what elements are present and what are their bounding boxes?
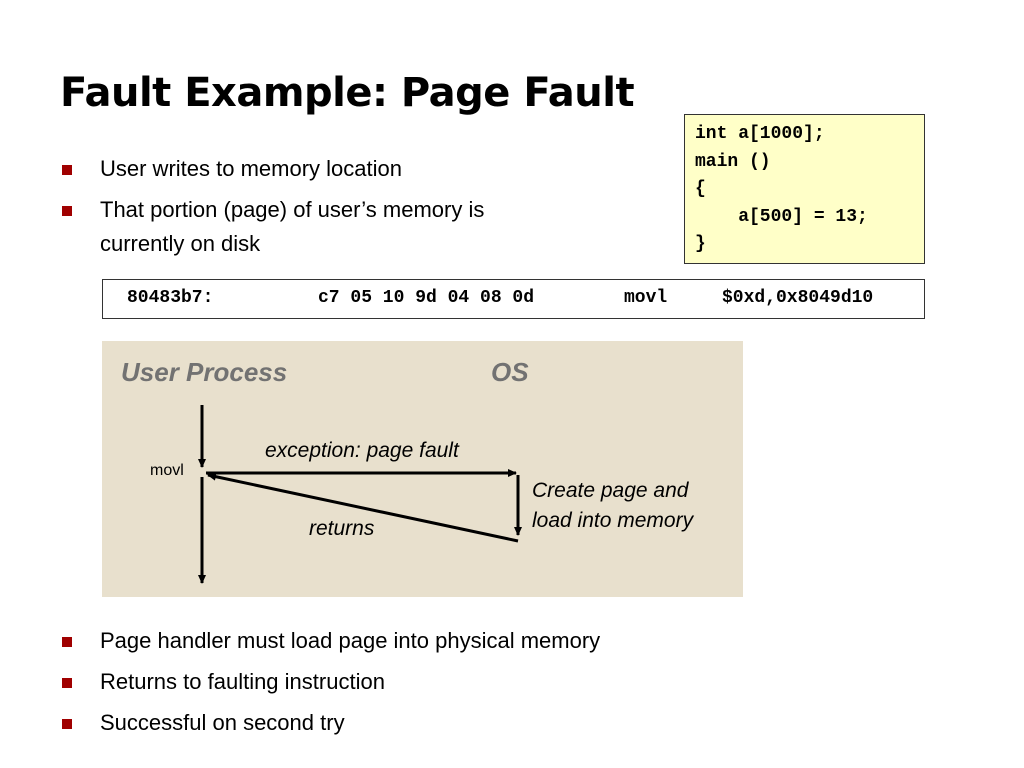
user-process-label: User Process <box>121 357 288 387</box>
asm-address: 80483b7: <box>127 288 214 308</box>
top-bullet-list: User writes to memory location That port… <box>62 152 562 268</box>
returns-arrow <box>207 472 519 543</box>
c-code-box: int a[1000]; main () { a[500] = 13; } <box>684 114 925 264</box>
assembly-instruction-box: 80483b7: c7 05 10 9d 04 08 0d movl $0xd,… <box>102 279 925 319</box>
bullet-text: Returns to faulting instruction <box>100 669 385 694</box>
code-line: main () <box>695 151 771 172</box>
movl-label: movl <box>150 462 184 479</box>
code-line: { <box>695 179 706 199</box>
os-label: OS <box>491 357 529 387</box>
bullet-square-icon <box>62 206 72 216</box>
page-fault-diagram: User Process OS movl exception: page fau… <box>102 341 743 597</box>
code-line: int a[1000]; <box>695 124 825 144</box>
bullet-item: User writes to memory location <box>62 152 562 186</box>
bullet-square-icon <box>62 637 72 647</box>
bullet-item: Successful on second try <box>62 706 600 740</box>
code-line: a[500] = 13; <box>695 206 868 227</box>
bullet-item: Returns to faulting instruction <box>62 665 600 699</box>
diagram-arrows <box>198 405 522 584</box>
bullet-text: User writes to memory location <box>100 156 402 181</box>
code-line: } <box>695 234 706 254</box>
bullet-text: Successful on second try <box>100 710 345 735</box>
bullet-square-icon <box>62 719 72 729</box>
handler-label-line1: Create page and <box>532 479 689 502</box>
slide-title: Fault Example: Page Fault <box>60 70 635 116</box>
bullet-text: That portion (page) of user’s memory is … <box>100 197 485 256</box>
asm-operands: $0xd,0x8049d10 <box>722 288 874 308</box>
exception-label: exception: page fault <box>265 439 459 462</box>
bullet-square-icon <box>62 165 72 175</box>
bullet-item: That portion (page) of user’s memory is … <box>62 193 562 261</box>
bullet-text: Page handler must load page into physica… <box>100 628 601 653</box>
asm-bytes: c7 05 10 9d 04 08 0d <box>318 288 535 308</box>
asm-mnemonic: movl <box>624 288 668 308</box>
bullet-item: Page handler must load page into physica… <box>62 624 600 658</box>
bullet-square-icon <box>62 678 72 688</box>
returns-label: returns <box>309 517 375 540</box>
bottom-bullet-list: Page handler must load page into physica… <box>62 624 600 747</box>
handler-label-line2: load into memory <box>532 509 694 532</box>
